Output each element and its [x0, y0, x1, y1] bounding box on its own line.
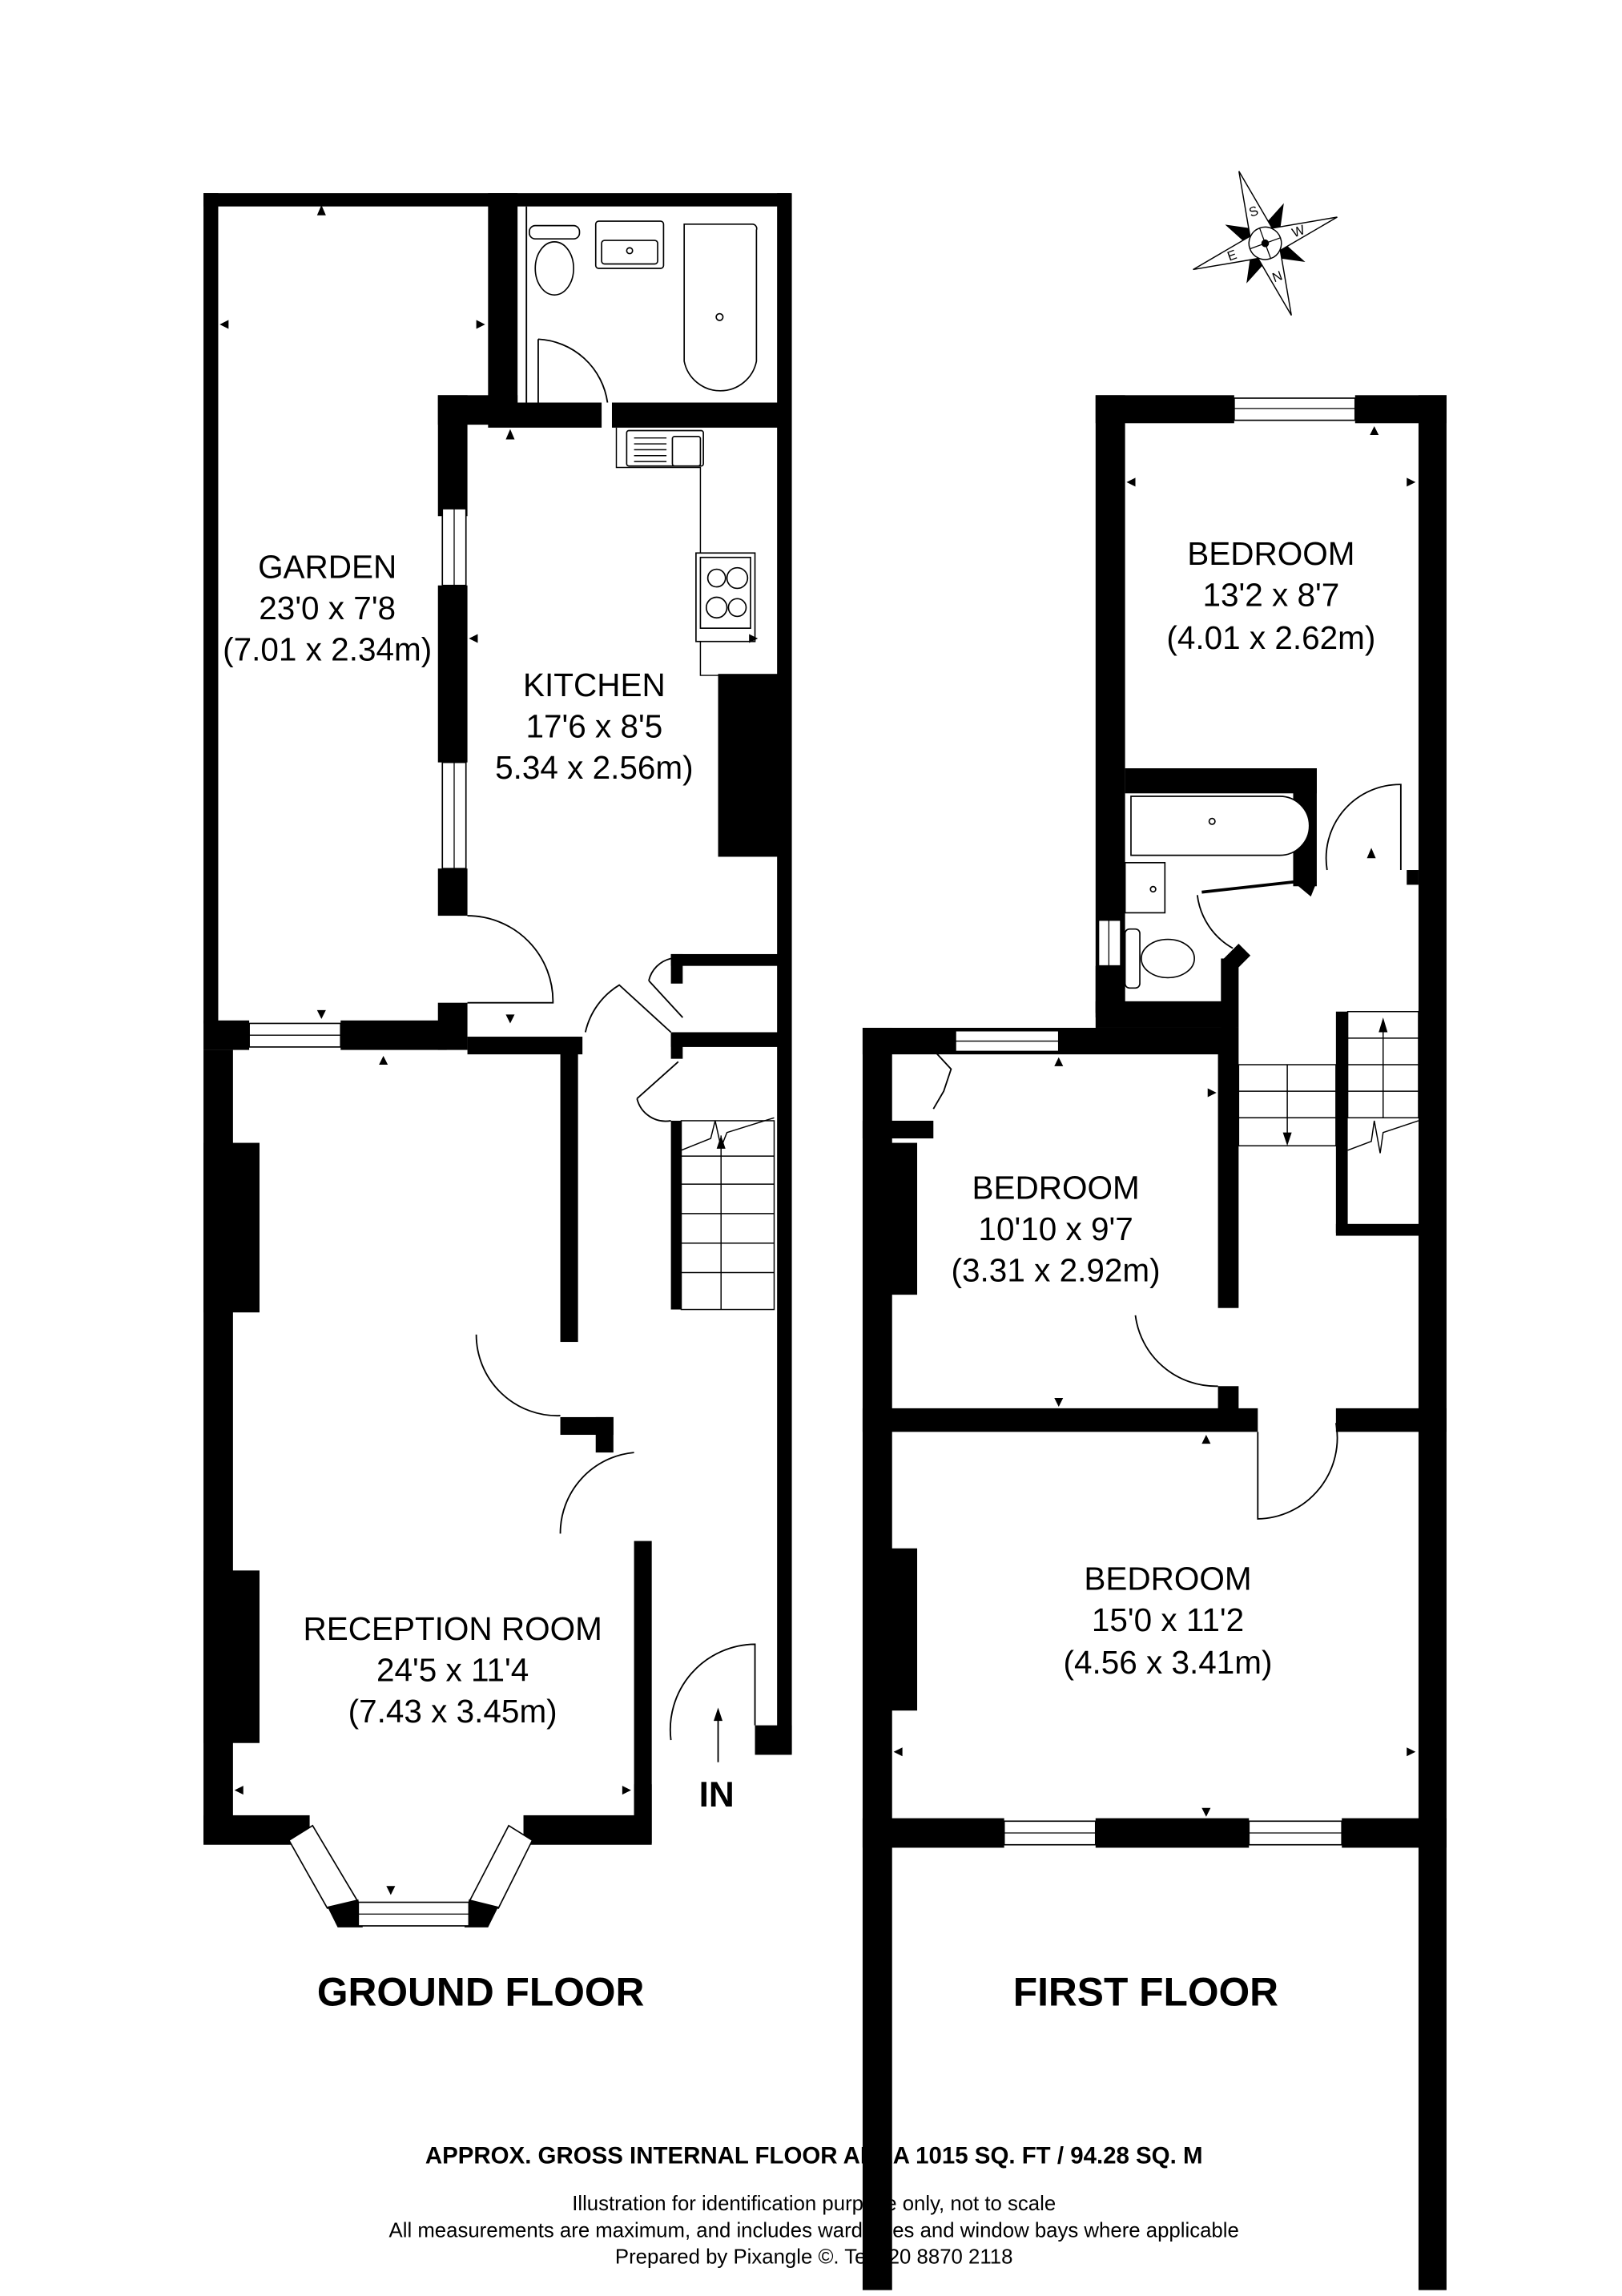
- floor-area-summary: APPROX. GROSS INTERNAL FLOOR AREA 1015 S…: [425, 2142, 1203, 2169]
- compass-east-label: E: [1226, 247, 1239, 264]
- ground-stairs: [680, 1117, 775, 1311]
- svg-text:(3.31 x 2.92m): (3.31 x 2.92m): [952, 1252, 1161, 1289]
- svg-text:15'0 x 11'2: 15'0 x 11'2: [1092, 1601, 1244, 1638]
- basin-icon: [594, 220, 665, 269]
- disclaimer-scale: Illustration for identification purpose …: [572, 2193, 1056, 2215]
- svg-text:RECEPTION ROOM: RECEPTION ROOM: [303, 1610, 602, 1647]
- compass-west-label: W: [1290, 222, 1307, 240]
- disclaimer-measurements: All measurements are maximum, and includ…: [389, 2219, 1239, 2242]
- room-label-reception: RECEPTION ROOM 24'5 x 11'4 (7.43 x 3.45m…: [303, 1610, 602, 1730]
- compass-north-label: N: [1270, 268, 1285, 285]
- first-bathtub-icon: [1130, 796, 1310, 856]
- bathtub-icon: [683, 223, 758, 392]
- room-label-bedroom-2: BEDROOM 10'10 x 9'7 (3.31 x 2.92m): [952, 1170, 1161, 1289]
- compass-icon: S W E N: [1193, 171, 1338, 316]
- first-toilet-icon: [1124, 928, 1195, 989]
- room-label-bedroom-3: BEDROOM 15'0 x 11'2 (4.56 x 3.41m): [1063, 1560, 1272, 1681]
- room-label-garden: GARDEN 23'0 x 7'8 (7.01 x 2.34m): [223, 549, 432, 668]
- compass-south-label: S: [1247, 203, 1261, 220]
- hob-icon: [695, 552, 756, 642]
- entrance-label: IN: [699, 1775, 735, 1815]
- room-label-kitchen: KITCHEN 17'6 x 8'5 5.34 x 2.56m): [495, 667, 694, 786]
- svg-text:BEDROOM: BEDROOM: [1187, 535, 1354, 572]
- svg-text:BEDROOM: BEDROOM: [1084, 1560, 1251, 1597]
- toilet-icon: [529, 224, 581, 296]
- first-floor-plan: BEDROOM 13'2 x 8'7 (4.01 x 2.62m) BEDROO…: [862, 395, 1447, 2290]
- first-floor-title: FIRST FLOOR: [1013, 1969, 1278, 2014]
- footer: APPROX. GROSS INTERNAL FLOOR AREA 1015 S…: [389, 2142, 1239, 2268]
- kitchen-sink-icon: [615, 427, 760, 676]
- svg-text:KITCHEN: KITCHEN: [523, 667, 666, 703]
- svg-text:(7.43 x 3.45m): (7.43 x 3.45m): [348, 1693, 557, 1730]
- svg-text:GARDEN: GARDEN: [258, 549, 396, 586]
- svg-text:(4.56 x 3.41m): (4.56 x 3.41m): [1063, 1644, 1272, 1681]
- credit-line: Prepared by Pixangle ©. Tel 020 8870 211…: [615, 2246, 1013, 2269]
- first-stairs: [1238, 1010, 1422, 1236]
- svg-text:24'5 x 11'4: 24'5 x 11'4: [376, 1651, 529, 1688]
- svg-text:13'2 x 8'7: 13'2 x 8'7: [1202, 577, 1339, 614]
- ground-floor-title: GROUND FLOOR: [317, 1969, 645, 2014]
- room-label-bedroom-1: BEDROOM 13'2 x 8'7 (4.01 x 2.62m): [1166, 535, 1375, 656]
- svg-text:(4.01 x 2.62m): (4.01 x 2.62m): [1166, 619, 1375, 656]
- svg-text:10'10 x 9'7: 10'10 x 9'7: [978, 1210, 1133, 1247]
- first-basin-icon: [1124, 861, 1166, 914]
- ground-floor-plan: IN GARDEN 23'0 x 7'8 (7.01 x 2.34m) KITC…: [203, 193, 792, 2014]
- svg-text:5.34 x 2.56m): 5.34 x 2.56m): [495, 749, 694, 786]
- svg-text:23'0 x 7'8: 23'0 x 7'8: [259, 590, 396, 626]
- svg-text:17'6 x 8'5: 17'6 x 8'5: [525, 707, 662, 744]
- svg-text:BEDROOM: BEDROOM: [972, 1170, 1139, 1206]
- svg-text:(7.01 x 2.34m): (7.01 x 2.34m): [223, 631, 432, 668]
